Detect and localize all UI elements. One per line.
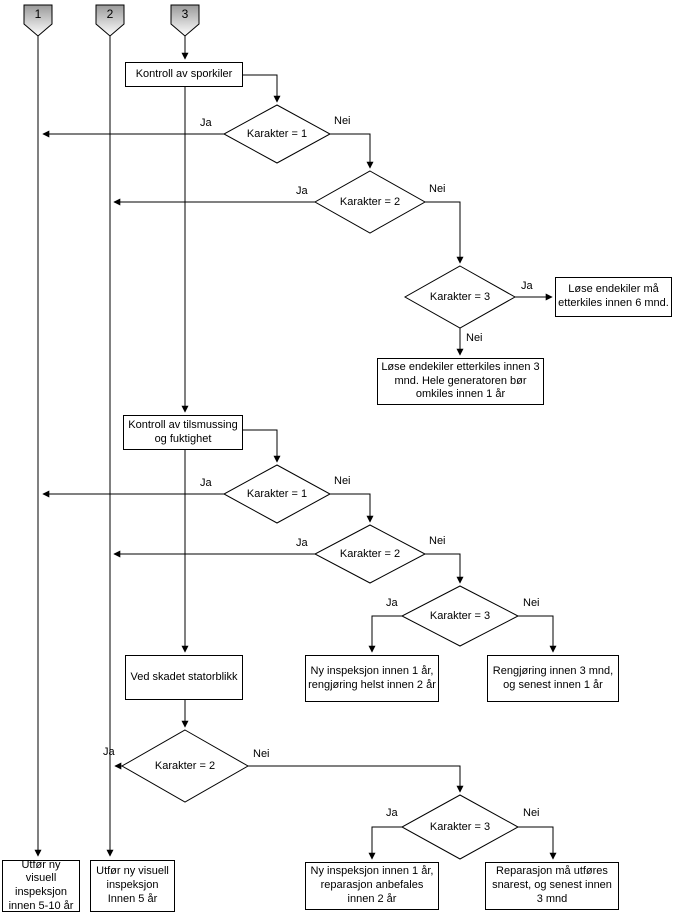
decision-diamond-sporkiler-k2 <box>313 170 427 234</box>
connector-2-shape <box>95 4 125 37</box>
decision-label-karakter-1: Karakter = 1 <box>246 488 308 500</box>
flow-lines <box>34 36 557 860</box>
edge-label-ja: Ja <box>200 117 212 129</box>
decision-label-karakter-3: Karakter = 3 <box>429 821 491 833</box>
result-box-ny-inspeksjon-reparasjon: Ny inspeksjon innen 1 år, reparasjon anb… <box>305 862 439 910</box>
decision-label-karakter-1: Karakter = 1 <box>246 128 308 140</box>
result-box-visuell-inspeksjon-5-10-ar: Utfør ny visuell inspeksjon innen 5-10 å… <box>2 859 80 912</box>
edge-label-ja: Ja <box>200 477 212 489</box>
result-box-visuell-inspeksjon-5-ar: Utfør ny visuell inspeksjon Innen 5 år <box>90 860 175 912</box>
edge-label-nei: Nei <box>334 475 351 487</box>
edge-label-nei: Nei <box>466 332 483 344</box>
process-box-ved-skadet-statorblikk: Ved skadet statorblikk <box>125 655 243 700</box>
decision-label-karakter-2: Karakter = 2 <box>339 548 401 560</box>
edge-label-ja: Ja <box>386 807 398 819</box>
decision-diamonds <box>120 104 520 860</box>
connector-2-label: 2 <box>106 7 114 21</box>
result-box-reparasjon-snarest: Reparasjon må utføres snarest, og senest… <box>485 862 619 910</box>
result-box-endekiler-6mnd: Løse endekiler må etterkiles innen 6 mnd… <box>555 277 672 317</box>
edge-label-ja: Ja <box>103 746 115 758</box>
connector-3-shape <box>170 4 200 37</box>
decision-diamond-tilsmussing-k1 <box>222 464 332 524</box>
edge-label-nei: Nei <box>334 115 351 127</box>
decision-diamond-sporkiler-k1 <box>222 104 332 164</box>
decision-diamond-statorblikk-k3 <box>400 794 520 860</box>
edge-label-ja: Ja <box>521 280 533 292</box>
decision-diamond-tilsmussing-k3 <box>400 585 520 647</box>
decision-label-karakter-2: Karakter = 2 <box>154 760 216 772</box>
process-box-kontroll-tilsmussing: Kontroll av tilsmussing og fuktighet <box>123 415 243 450</box>
connector-3-label: 3 <box>181 7 189 21</box>
decision-label-karakter-3: Karakter = 3 <box>429 610 491 622</box>
connector-1-label: 1 <box>34 7 42 21</box>
decision-label-karakter-2: Karakter = 2 <box>339 196 401 208</box>
decision-diamond-statorblikk-k2 <box>120 729 250 803</box>
result-box-endekiler-3mnd: Løse endekiler etterkiles innen 3 mnd. H… <box>377 358 544 405</box>
edge-label-ja: Ja <box>386 597 398 609</box>
decision-label-karakter-3: Karakter = 3 <box>429 291 491 303</box>
edge-label-ja: Ja <box>296 185 308 197</box>
edge-label-nei: Nei <box>253 748 270 760</box>
edge-label-nei: Nei <box>523 597 540 609</box>
process-box-kontroll-sporkiler: Kontroll av sporkiler <box>125 62 243 87</box>
decision-diamond-sporkiler-k3 <box>403 265 517 329</box>
decision-diamond-tilsmussing-k2 <box>313 524 427 584</box>
edge-label-ja: Ja <box>296 537 308 549</box>
edge-label-nei: Nei <box>429 183 446 195</box>
offpage-connectors <box>23 4 200 37</box>
result-box-ny-inspeksjon-rengjoring: Ny inspeksjon innen 1 år, rengjøring hel… <box>305 655 439 702</box>
result-box-rengjoring-3mnd: Rengjøring innen 3 mnd, og senest innen … <box>487 655 619 702</box>
connector-1-shape <box>23 4 53 37</box>
edge-label-nei: Nei <box>429 535 446 547</box>
edge-label-nei: Nei <box>523 807 540 819</box>
